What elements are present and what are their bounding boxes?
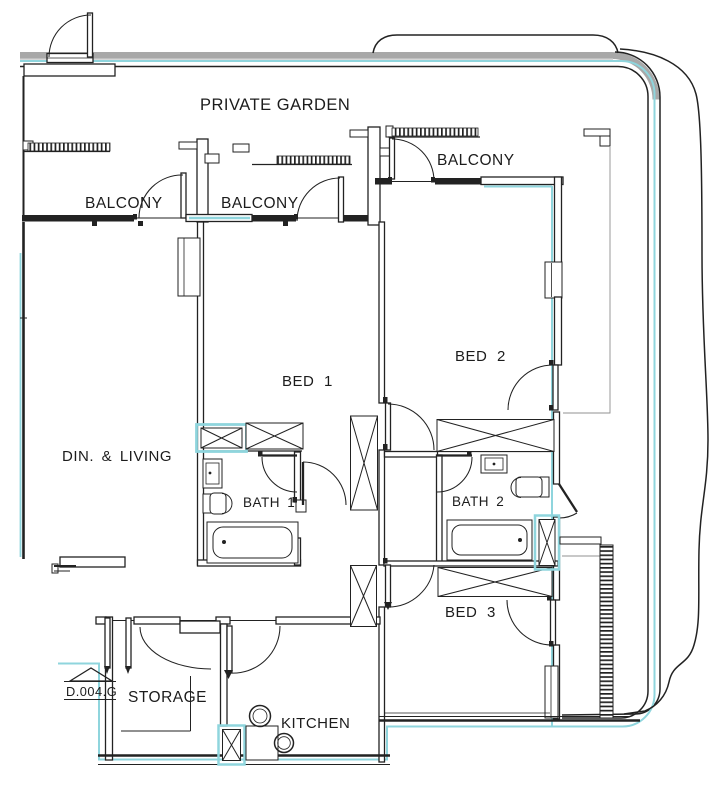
door-swing-arc xyxy=(391,138,435,182)
interior-walls xyxy=(51,176,640,765)
door-swing-arc xyxy=(506,599,553,646)
door-swing-arrow xyxy=(384,602,392,610)
garden-boundary-curve xyxy=(619,48,709,715)
door-swing-arc xyxy=(302,461,347,506)
door-leaf xyxy=(179,620,221,634)
balcony-wall xyxy=(252,215,296,222)
balcony-wall xyxy=(22,215,134,222)
wardrobe-bed1 xyxy=(245,422,304,450)
door-swing-arc xyxy=(387,564,435,608)
balcony-divider-2 xyxy=(349,126,394,226)
door-swing-arc xyxy=(261,456,298,493)
room-label-storage: STORAGE xyxy=(128,689,207,706)
window xyxy=(544,665,559,719)
window xyxy=(544,261,563,299)
door-swing-arrow xyxy=(104,666,110,674)
bathtub xyxy=(206,521,299,564)
railing-hatch xyxy=(391,127,479,137)
kitchen-counter xyxy=(245,725,279,761)
bathtub xyxy=(446,519,533,561)
toilet xyxy=(510,476,550,498)
room-label-private-garden: PRIVATE GARDEN xyxy=(200,96,350,114)
railing-hatch xyxy=(276,155,351,165)
door-swing-arc xyxy=(229,625,281,674)
boundary-outer-line xyxy=(561,51,661,716)
sink xyxy=(480,454,508,474)
site-boundary xyxy=(20,34,709,761)
toilet xyxy=(202,492,233,515)
door-leaf xyxy=(388,137,396,180)
wardrobe-bath2-highlighted xyxy=(533,514,561,571)
door-leaf xyxy=(552,364,559,411)
door-leaf xyxy=(384,402,392,451)
wardrobes xyxy=(195,415,561,766)
room-label-bath-1: BATH 1 xyxy=(243,495,295,510)
bathroom-2-fixtures xyxy=(446,454,550,561)
room-label-balcony-right: BALCONY xyxy=(437,152,515,169)
exterior-door-top-left xyxy=(46,12,94,64)
balcony-wall xyxy=(375,178,392,185)
entry-tag: D.004.G xyxy=(64,667,117,700)
room-label-bed-3: BED 3 xyxy=(445,604,496,621)
railing-hatch xyxy=(27,142,111,152)
door-swing-arrow xyxy=(224,670,233,679)
planter-wall xyxy=(23,63,116,77)
balcony-divider-1 xyxy=(178,138,220,223)
door-swing-arc xyxy=(139,626,212,670)
balcony-middle xyxy=(185,143,377,226)
door-swing-arc xyxy=(296,177,341,222)
room-label-bath-2: BATH 2 xyxy=(452,494,504,509)
wardrobe-hall-lower xyxy=(350,565,377,627)
room-label-dining-living: DIN. & LIVING xyxy=(62,448,172,465)
wardrobe-hall-upper xyxy=(350,415,378,511)
door-leaf xyxy=(337,176,345,223)
canopy-outline xyxy=(372,34,619,54)
wardrobe-bed3 xyxy=(437,567,553,597)
kitchen-fixtures xyxy=(245,704,295,761)
door-leaf xyxy=(86,12,94,58)
interior-doors xyxy=(104,364,578,679)
kitchen-sink-bowl xyxy=(248,704,272,728)
boundary-inner-line xyxy=(20,65,649,719)
door-leaf xyxy=(384,564,392,608)
door-leaf xyxy=(180,172,187,219)
door-swing-arc xyxy=(507,364,554,411)
room-label-kitchen: KITCHEN xyxy=(281,715,350,732)
private-garden-structures xyxy=(23,63,611,147)
shaft-hatch xyxy=(599,544,614,719)
garden-side-wall xyxy=(480,176,564,186)
balcony-left xyxy=(22,140,187,226)
garden-divider-line xyxy=(563,147,611,414)
window xyxy=(177,237,201,297)
service-shaft xyxy=(559,536,614,719)
door-swing-arc xyxy=(387,403,435,451)
boundary-cyan-line xyxy=(20,60,656,761)
gate-bracket xyxy=(583,128,611,137)
door-leaf xyxy=(558,483,578,513)
entry-tag-label: D.004.G xyxy=(66,684,117,699)
door-swing-arc xyxy=(138,174,184,218)
room-label-bed-2: BED 2 xyxy=(455,348,506,365)
room-label-bed-1: BED 1 xyxy=(282,373,333,390)
door-swing-arc xyxy=(557,512,578,519)
balcony-right xyxy=(375,125,564,188)
door-leaf xyxy=(125,617,132,669)
door-leaf xyxy=(226,625,233,673)
door-swing-arc xyxy=(436,456,473,493)
column-kitchen-highlighted xyxy=(217,724,246,766)
door-leaf xyxy=(104,617,111,669)
wardrobe-bed2 xyxy=(436,419,555,452)
door-swing-arrow xyxy=(125,666,131,674)
door-leaf xyxy=(549,599,557,646)
wardrobe-bed1-highlighted xyxy=(195,423,248,453)
sink xyxy=(202,458,223,489)
room-labels: PRIVATE GARDEN BALCONY BALCONY BALCONY B… xyxy=(62,96,515,732)
room-label-balcony-left: BALCONY xyxy=(85,195,163,212)
room-label-balcony-middle: BALCONY xyxy=(221,195,299,212)
bathroom-1-fixtures xyxy=(202,458,299,564)
door-swing-arc xyxy=(48,14,92,58)
kitchen-sink-bowl xyxy=(273,732,295,754)
